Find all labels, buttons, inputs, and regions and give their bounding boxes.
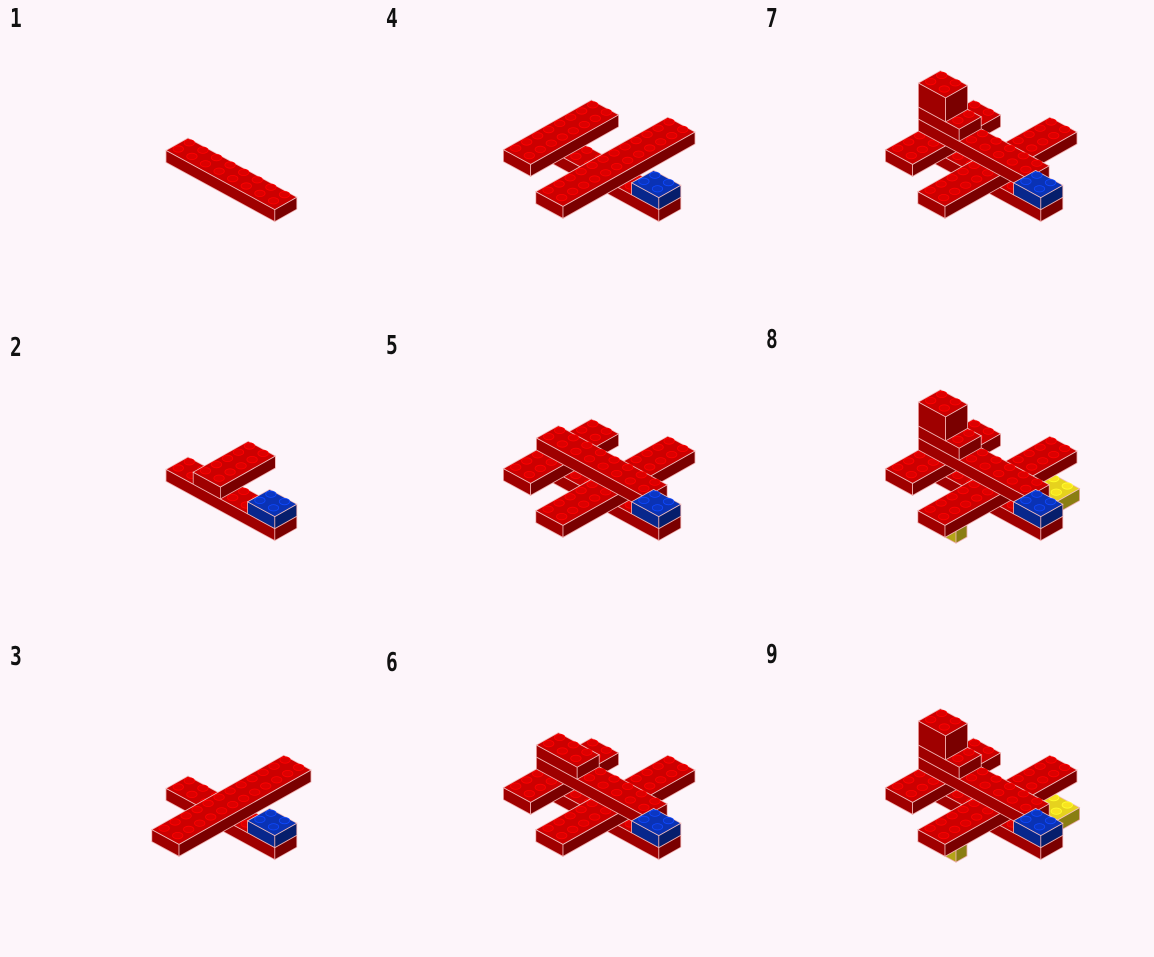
step-1-number: 1: [10, 4, 22, 34]
step-6-illustration: [384, 638, 768, 957]
step-1-illustration: [0, 0, 384, 319]
step-5-illustration: [384, 319, 768, 638]
step-3: 3: [0, 638, 384, 957]
step-8-number: 8: [766, 325, 778, 355]
step-2: 2: [0, 319, 384, 638]
step-7-number: 7: [766, 4, 778, 34]
fuselage-brick: [166, 138, 297, 222]
tail-stub-brick: [193, 441, 275, 499]
step-1: 1: [0, 0, 384, 319]
step-5-number: 5: [386, 331, 398, 361]
step-4-illustration: [384, 0, 768, 319]
step-4: 4: [384, 0, 768, 319]
step-3-number: 3: [10, 642, 22, 672]
step-8-illustration: [766, 319, 1150, 638]
step-9-illustration: [766, 638, 1150, 957]
step-9: 9: [766, 638, 1150, 957]
step-6: 6: [384, 638, 768, 957]
step-7-illustration: [766, 0, 1150, 319]
step-2-number: 2: [10, 333, 22, 363]
step-3-illustration: [0, 638, 384, 957]
step-7: 7: [766, 0, 1150, 319]
step-2-illustration: [0, 319, 384, 638]
step-9-number: 9: [766, 640, 778, 670]
step-6-number: 6: [386, 648, 398, 678]
step-4-number: 4: [386, 4, 398, 34]
step-5: 5: [384, 319, 768, 638]
step-8: 8: [766, 319, 1150, 638]
